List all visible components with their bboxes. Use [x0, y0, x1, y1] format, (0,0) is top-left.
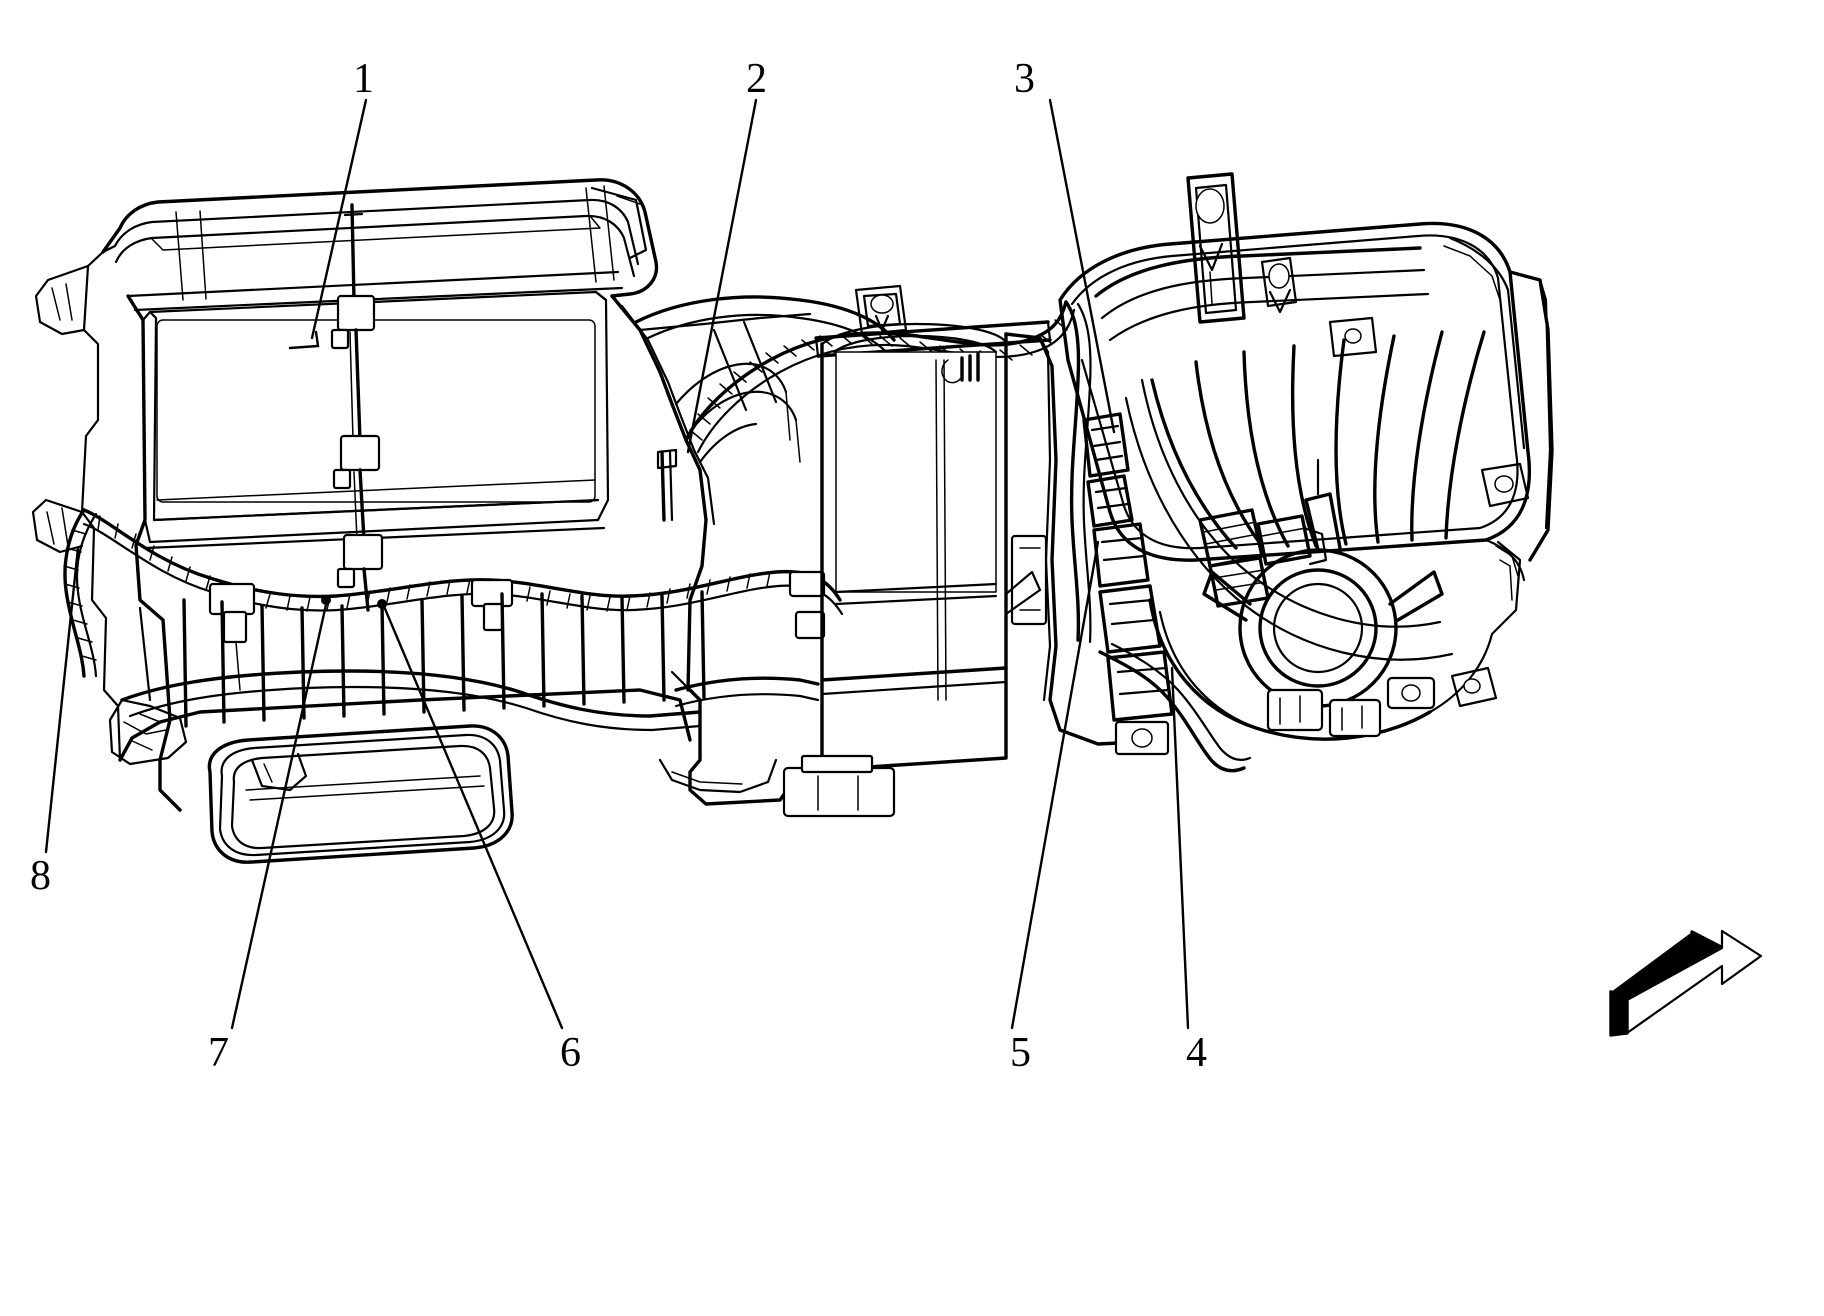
heater-case-left — [31, 178, 844, 864]
callout-number-8: 8 — [30, 853, 51, 899]
case-ribs — [182, 590, 706, 728]
blower-resistor-connector-stack — [1082, 412, 1174, 756]
actuator-linkage-rod — [330, 203, 384, 612]
connector-ladder — [1198, 508, 1328, 608]
callout-number-5: 5 — [1010, 1030, 1031, 1076]
callout-number-7: 7 — [208, 1030, 229, 1076]
callout-number-4: 4 — [1186, 1030, 1207, 1076]
front-of-vehicle-arrow — [1609, 929, 1763, 1037]
housing-marking-icon — [941, 352, 980, 384]
blower-motor-housing — [1058, 172, 1554, 773]
callout-number-6: 6 — [560, 1030, 581, 1076]
callout-number-2: 2 — [746, 56, 767, 102]
mounting-bracket-eyelet — [1186, 172, 1246, 324]
air-distribution-housing — [610, 284, 1142, 818]
callout-leaders — [44, 98, 1190, 1030]
blower-scroll-ribs — [1150, 330, 1486, 550]
callout-number-1: 1 — [353, 56, 374, 102]
callout-number-3: 3 — [1014, 56, 1035, 102]
